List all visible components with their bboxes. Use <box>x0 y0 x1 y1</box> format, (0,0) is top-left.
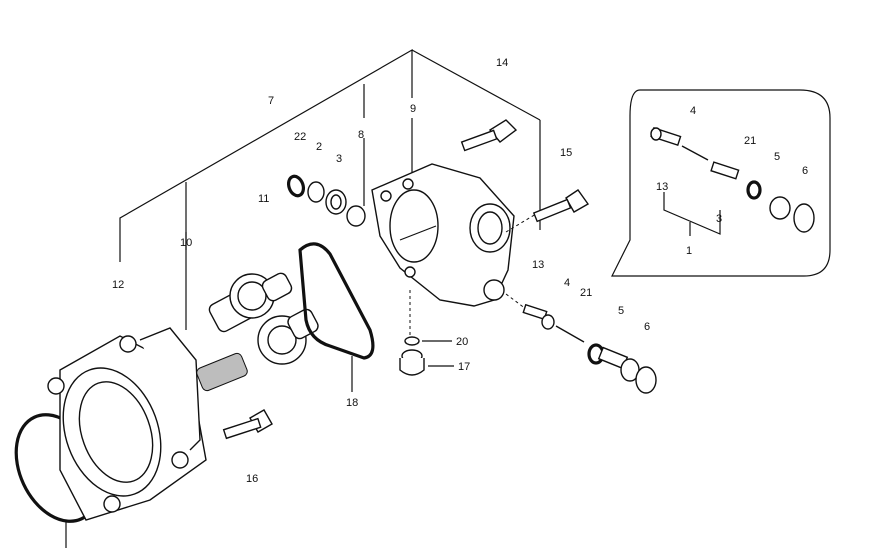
label-2: 2 <box>316 141 322 153</box>
label-18: 18 <box>346 397 358 409</box>
label-4: 4 <box>564 277 570 289</box>
label-15: 15 <box>560 147 572 159</box>
label-8: 8 <box>358 129 364 141</box>
pump-housing <box>47 327 207 521</box>
label-14: 14 <box>496 57 508 69</box>
label-9: 9 <box>410 103 416 115</box>
inset-label-21: 21 <box>744 135 756 147</box>
label-11: 11 <box>258 193 269 205</box>
inset-label-4: 4 <box>690 105 696 117</box>
label-21: 21 <box>580 287 592 299</box>
label-10: 10 <box>180 237 192 249</box>
inset-label-5: 5 <box>774 151 780 163</box>
bolt-16 <box>222 409 273 440</box>
bolt-15 <box>532 189 590 223</box>
inset-label-13: 13 <box>656 181 668 193</box>
inset-callout <box>611 89 831 277</box>
label-6: 6 <box>644 321 650 333</box>
small-seals <box>286 174 366 227</box>
label-7: 7 <box>268 95 274 107</box>
label-20: 20 <box>456 336 468 348</box>
gasket <box>298 242 375 392</box>
pump-cover <box>371 163 537 336</box>
gear-assembly <box>196 272 319 392</box>
label-3: 3 <box>336 153 342 165</box>
relief-valve-parts <box>522 303 657 394</box>
leader-tree <box>119 48 541 330</box>
label-5: 5 <box>618 305 624 317</box>
plug-17 <box>399 336 454 376</box>
bolt-14 <box>460 119 518 152</box>
label-16: 16 <box>246 473 258 485</box>
part-labels: 7 22 2 3 8 9 14 15 11 10 12 13 4 21 5 6 … <box>112 57 808 485</box>
label-22: 22 <box>294 131 306 143</box>
label-17: 17 <box>458 361 470 373</box>
inset-label-1: 1 <box>686 245 692 257</box>
label-13: 13 <box>532 259 544 271</box>
inset-label-6: 6 <box>802 165 808 177</box>
inset-label-3: 3 <box>716 213 722 225</box>
label-12: 12 <box>112 279 124 291</box>
